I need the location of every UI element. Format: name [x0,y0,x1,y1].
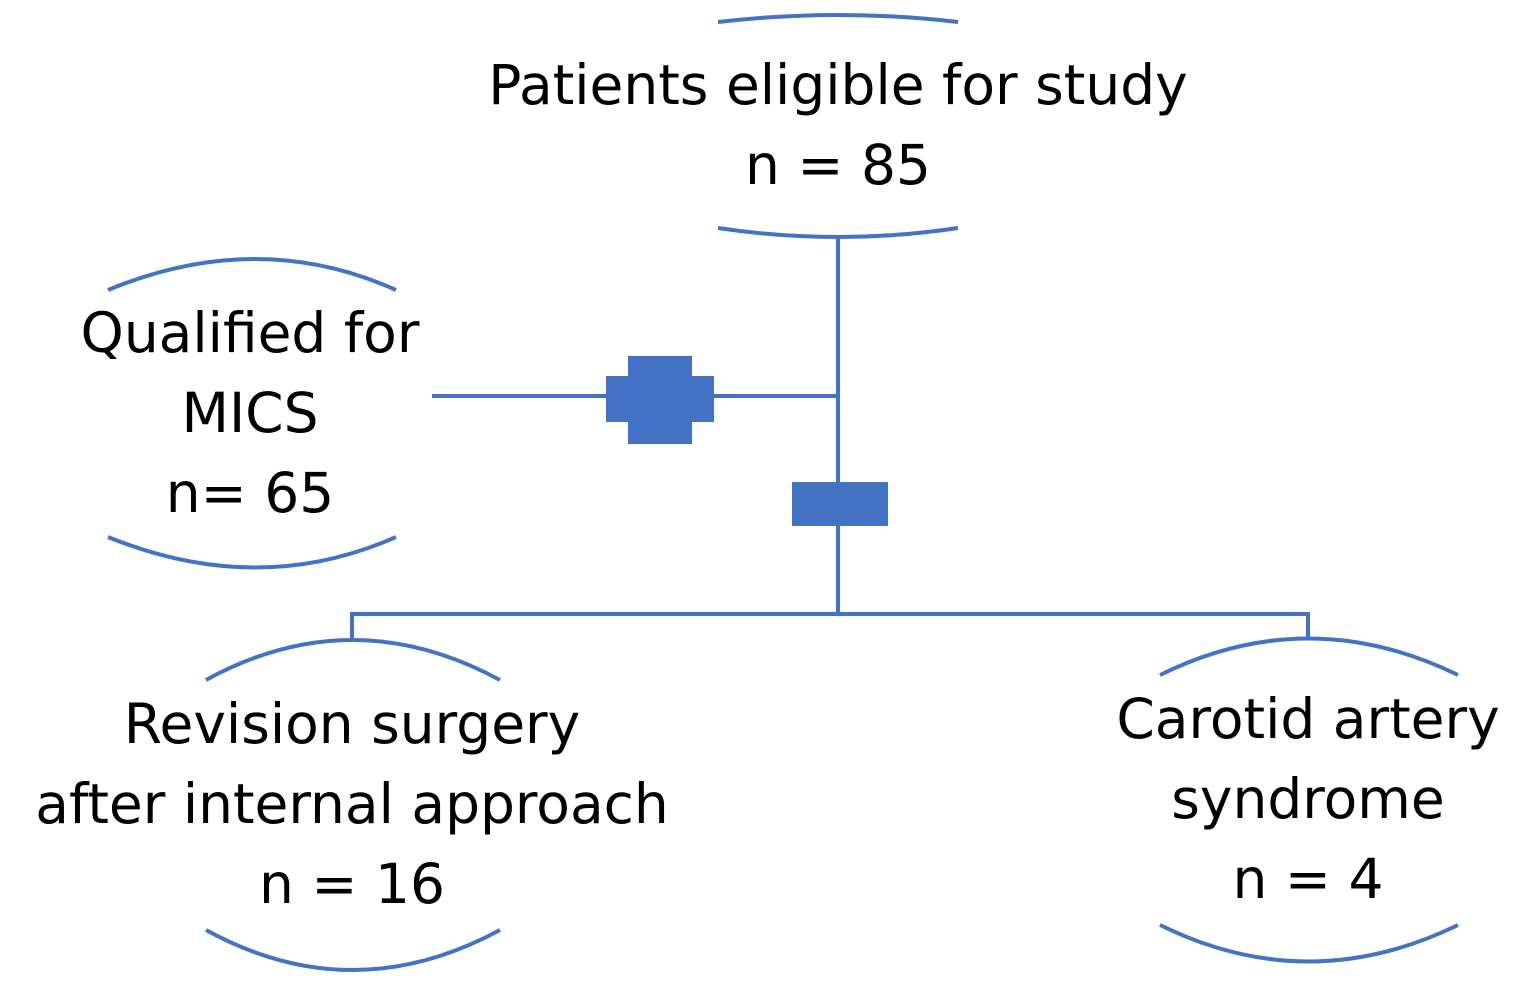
node-carotid-bottom-arc [1159,923,1459,964]
node-revision-count: n = 16 [259,852,445,916]
node-eligible-count: n = 85 [745,133,931,197]
node-carotid-count: n = 4 [1233,847,1384,911]
trunk-rect-connector-shape [792,482,888,526]
node-mics-title-line2: MICS [182,381,319,445]
node-carotid-title-line2: syndrome [1171,767,1444,831]
node-mics-title-line1: Qualified for [81,301,420,365]
node-eligible-title: Patients eligible for study [488,53,1187,117]
node-revision-bottom-arc [205,928,501,972]
node-revision-title-line2: after internal approach [35,772,669,836]
connectors [350,236,1310,640]
node-carotid: Carotid artery syndrome n = 4 [1116,636,1500,964]
plus-connector-shape [606,356,714,444]
node-carotid-top-arc [1159,636,1459,677]
node-revision: Revision surgery after internal approach… [35,638,669,972]
node-eligible-top-arc [717,13,959,24]
node-carotid-title-line1: Carotid artery [1116,687,1499,751]
node-mics: Qualified for MICS n= 65 [81,257,420,570]
node-mics-bottom-arc [107,535,397,570]
node-mics-top-arc [107,257,397,292]
node-revision-title-line1: Revision surgery [124,692,580,756]
node-eligible: Patients eligible for study n = 85 [488,13,1188,239]
node-eligible-bottom-arc [717,226,959,239]
node-mics-count: n= 65 [166,461,334,525]
node-revision-top-arc [205,638,501,682]
